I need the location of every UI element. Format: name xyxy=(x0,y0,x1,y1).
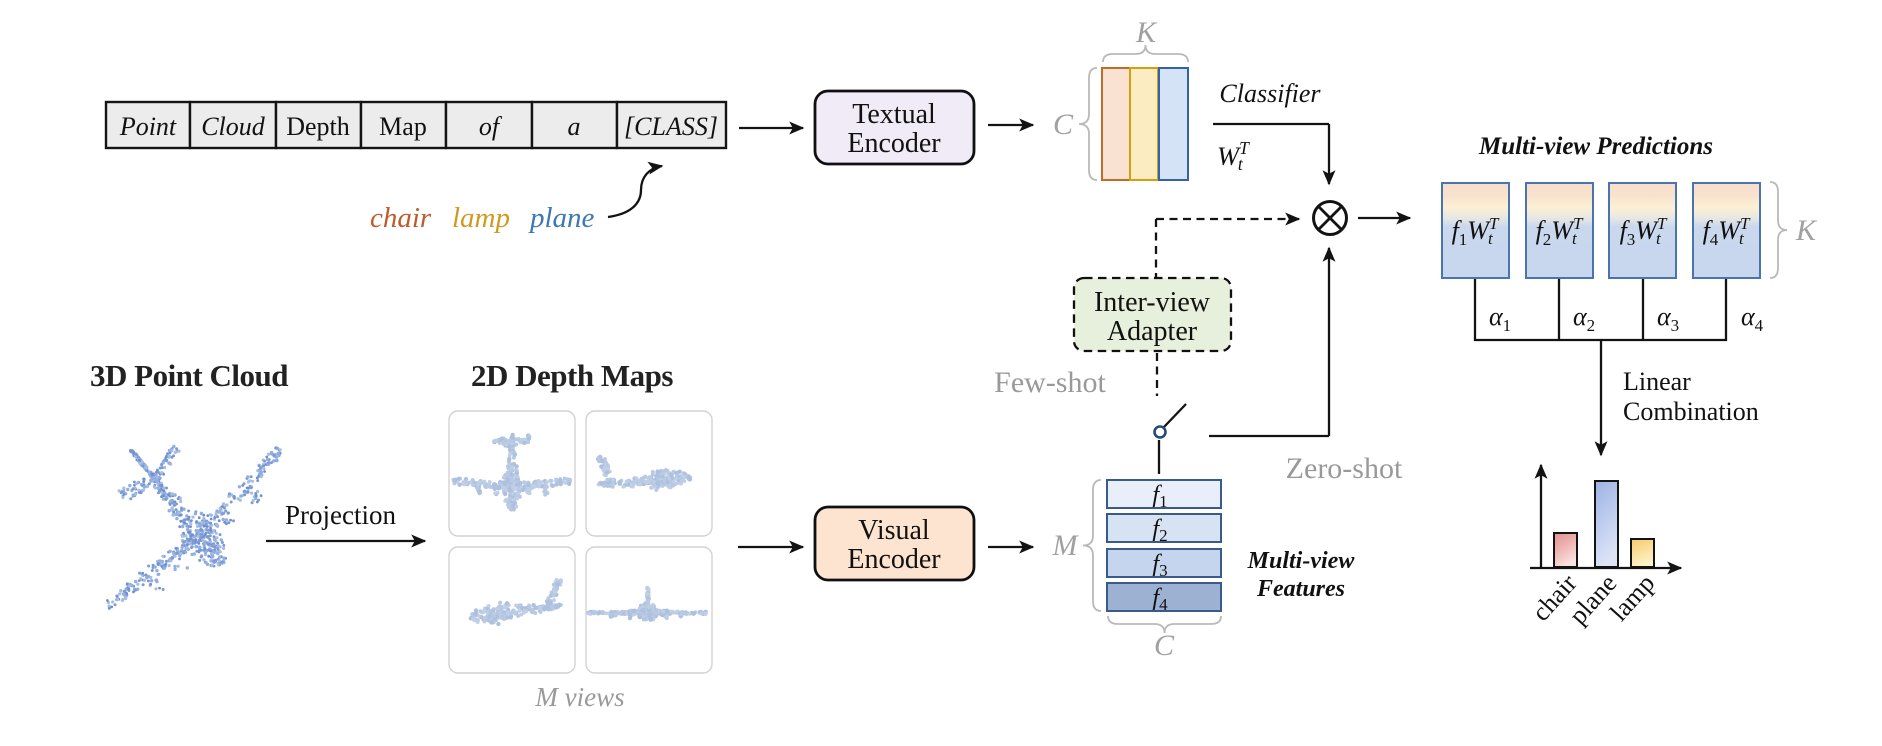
svg-text:Combination: Combination xyxy=(1623,397,1759,426)
svg-text:Inter-view: Inter-view xyxy=(1094,287,1211,318)
svg-text:Depth: Depth xyxy=(286,112,350,141)
svg-text:Point: Point xyxy=(119,112,177,141)
svg-text:[CLASS]: [CLASS] xyxy=(624,112,718,141)
svg-text:lamp: lamp xyxy=(452,202,510,234)
svg-text:K: K xyxy=(1795,214,1818,247)
svg-text:Cloud: Cloud xyxy=(201,112,266,141)
svg-text:K: K xyxy=(1135,16,1158,49)
svg-text:Zero-shot: Zero-shot xyxy=(1286,452,1403,485)
svg-text:Textual: Textual xyxy=(852,99,936,130)
svg-text:of: of xyxy=(479,112,503,141)
svg-text:M: M xyxy=(1052,529,1080,562)
svg-text:C: C xyxy=(1154,629,1175,662)
svg-text:M views: M views xyxy=(534,682,624,712)
svg-text:chair: chair xyxy=(370,202,432,234)
svg-text:Adapter: Adapter xyxy=(1107,316,1198,347)
svg-text:Projection: Projection xyxy=(285,500,396,530)
svg-text:plane: plane xyxy=(528,202,595,234)
svg-text:a: a xyxy=(568,112,581,141)
svg-text:Map: Map xyxy=(379,112,427,141)
svg-text:3D Point Cloud: 3D Point Cloud xyxy=(90,358,288,393)
svg-text:Multi-view: Multi-view xyxy=(1247,548,1356,574)
svg-text:Visual: Visual xyxy=(858,515,930,546)
svg-text:C: C xyxy=(1053,108,1074,141)
svg-text:Multi-view Predictions: Multi-view Predictions xyxy=(1478,133,1713,160)
svg-text:Encoder: Encoder xyxy=(847,128,941,159)
svg-text:2D Depth Maps: 2D Depth Maps xyxy=(471,358,673,393)
svg-text:Linear: Linear xyxy=(1623,367,1691,396)
svg-text:Features: Features xyxy=(1256,576,1345,602)
svg-text:Encoder: Encoder xyxy=(847,544,941,575)
svg-text:Classifier: Classifier xyxy=(1219,79,1321,108)
svg-text:Few-shot: Few-shot xyxy=(994,366,1106,399)
